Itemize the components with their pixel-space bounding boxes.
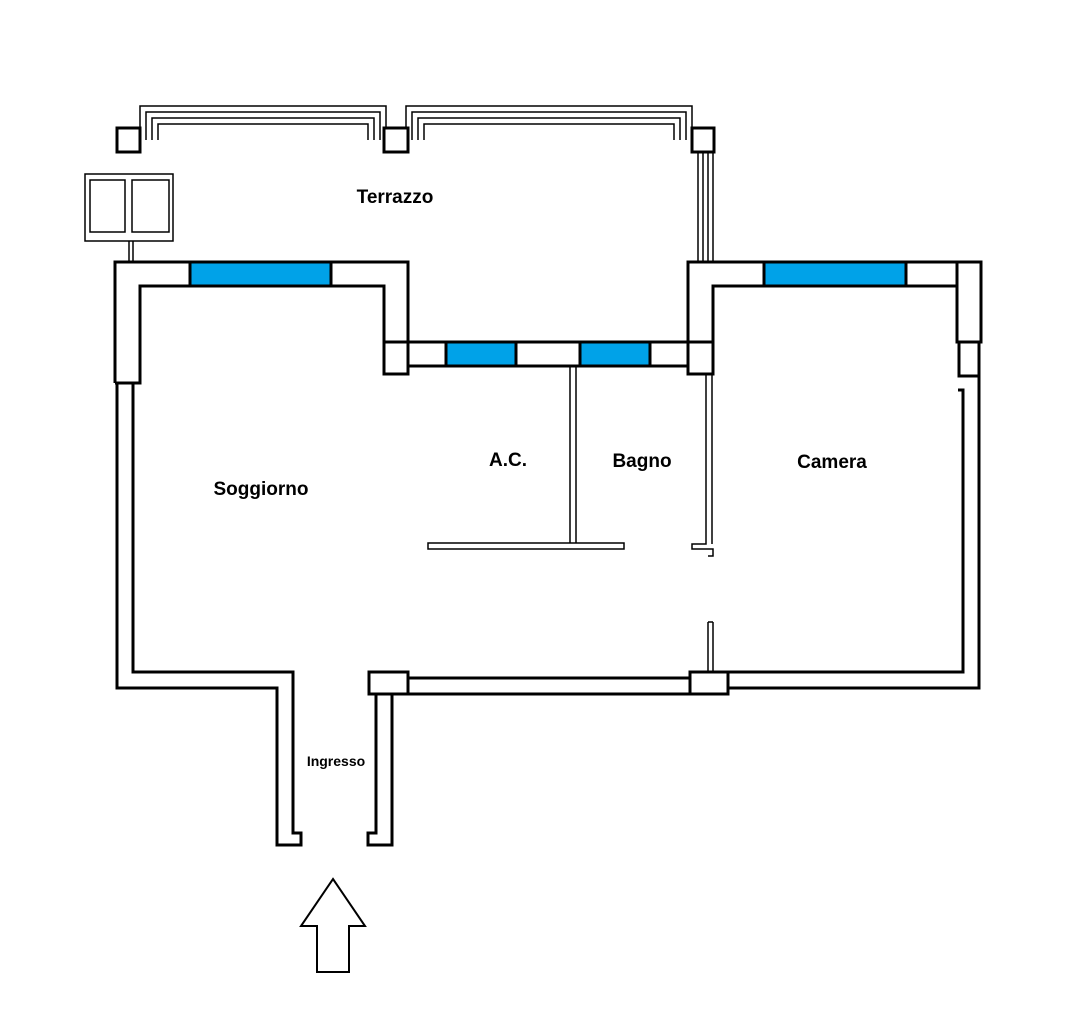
entrance-arrow-icon [299,877,367,973]
room-label-soggiorno: Soggiorno [214,479,309,500]
room-label-terrazzo: Terrazzo [357,187,434,208]
window-soggiorno [188,260,333,288]
outdoor-unit [84,173,174,262]
room-label-ingresso: Ingresso [307,753,365,769]
terrace-railing [115,105,716,262]
terrace-pillar [115,126,142,154]
windows [188,260,908,368]
room-label-camera: Camera [797,452,867,473]
walls [113,260,983,847]
window-ac [444,340,518,368]
window-camera [762,260,908,288]
room-label-bagno: Bagno [612,451,671,472]
terrace-pillar [382,126,410,154]
room-label-ac: A.C. [489,450,527,471]
window-bagno [578,340,652,368]
terrace-pillar [690,126,716,154]
